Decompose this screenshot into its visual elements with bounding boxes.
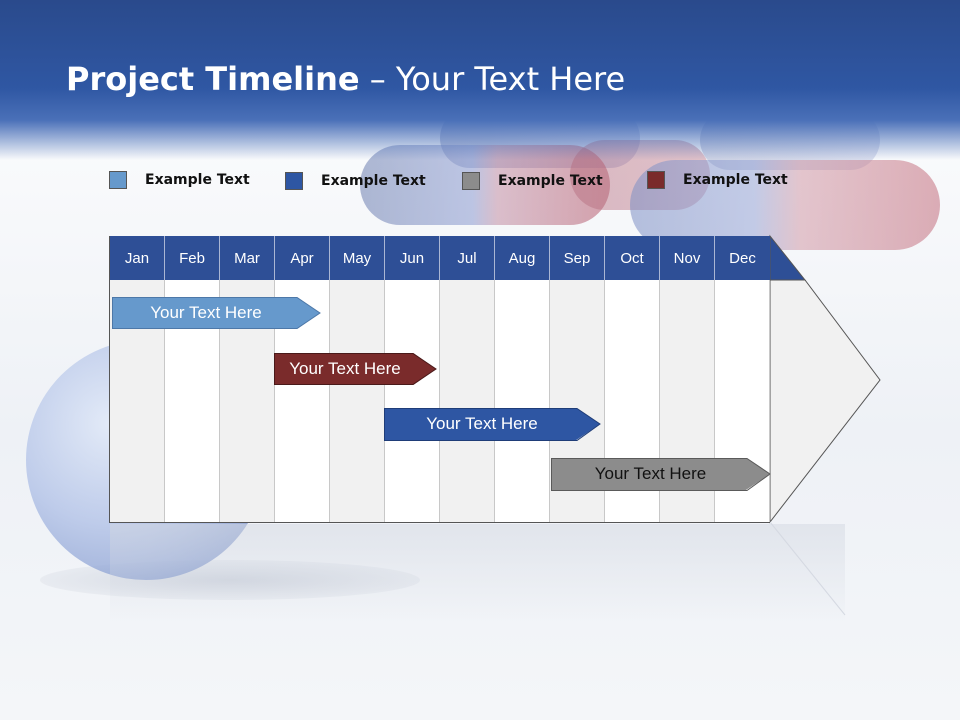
legend-label: Example Text <box>683 172 788 188</box>
month-label: Aug <box>495 236 550 280</box>
month-column <box>330 280 385 522</box>
task-label: Your Text Here <box>426 414 538 433</box>
legend-swatch <box>109 171 127 189</box>
month-label: Jul <box>440 236 495 280</box>
task-bar[interactable]: Your Text Here <box>274 353 436 385</box>
month-label: Jan <box>110 236 165 280</box>
month-column <box>495 280 550 522</box>
month-label: Dec <box>729 249 756 267</box>
month-label: Oct <box>605 236 660 280</box>
legend-label: Example Text <box>321 173 426 189</box>
month-label: May <box>330 236 385 280</box>
task-bar[interactable]: Your Text Here <box>112 297 320 329</box>
month-label: Apr <box>275 236 330 280</box>
task-bar[interactable]: Your Text Here <box>384 408 600 440</box>
slide-title: Project Timeline – Your Text Here <box>66 60 625 98</box>
legend-item: Example Text <box>109 171 250 189</box>
pill-image <box>630 160 940 250</box>
timeline-grid: Jan Feb Mar Apr May Jun Jul Aug Sep Oct … <box>110 236 770 522</box>
legend-swatch <box>462 172 480 190</box>
legend-label: Example Text <box>498 173 603 189</box>
legend-swatch <box>647 171 665 189</box>
month-header: Jan Feb Mar Apr May Jun Jul Aug Sep Oct … <box>110 236 770 280</box>
timeline-reflection <box>110 524 845 624</box>
header-band <box>0 0 960 160</box>
month-label: Feb <box>165 236 220 280</box>
month-column <box>440 280 495 522</box>
title-bold: Project Timeline <box>66 60 360 98</box>
legend-swatch <box>285 172 303 190</box>
task-label: Your Text Here <box>594 464 707 483</box>
legend-label: Example Text <box>145 172 250 188</box>
month-column <box>385 280 440 522</box>
month-label: Sep <box>550 236 605 280</box>
legend-item: Example Text <box>647 171 788 189</box>
month-label: Nov <box>660 236 715 280</box>
task-label: Your Text Here <box>289 359 401 378</box>
task-bar[interactable]: Your Text Here <box>551 458 770 490</box>
month-label: Jun <box>385 236 440 280</box>
task-label: Your Text Here <box>150 303 262 322</box>
month-label: Mar <box>220 236 275 280</box>
legend-item: Example Text <box>285 172 426 190</box>
legend-item: Example Text <box>462 172 603 190</box>
title-rest: – Your Text Here <box>359 60 626 98</box>
